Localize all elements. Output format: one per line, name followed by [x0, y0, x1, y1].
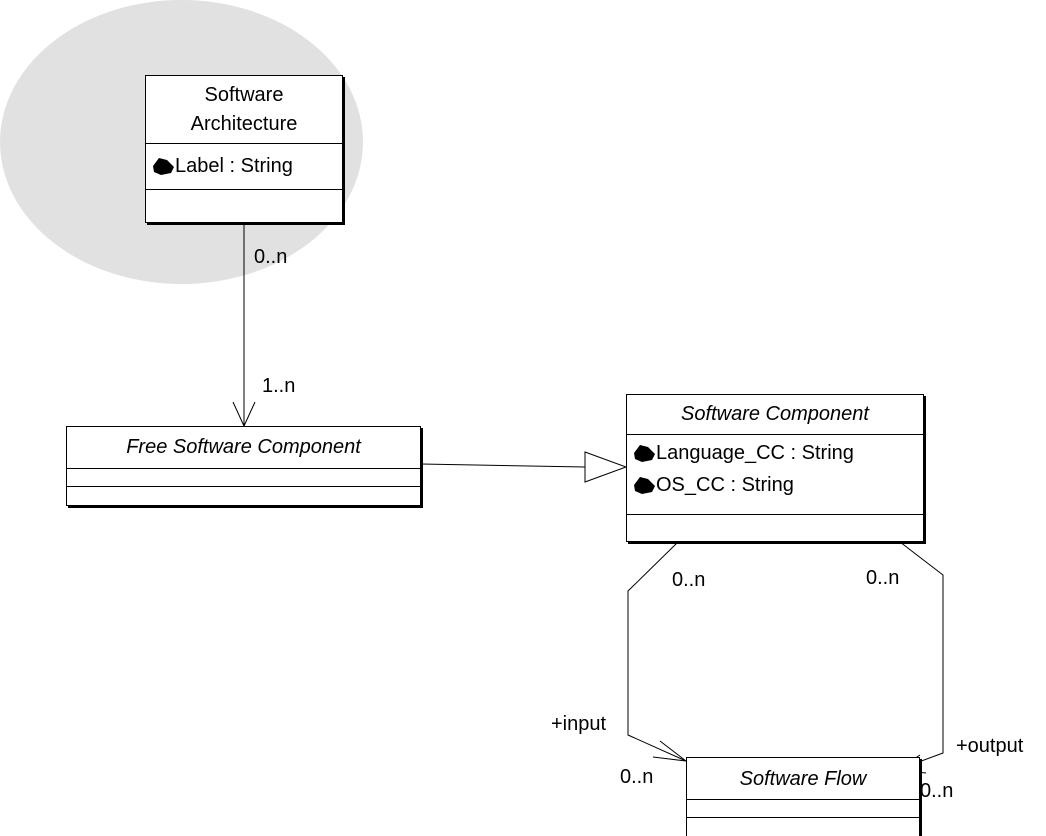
- multiplicity-label: 0..n: [254, 246, 288, 268]
- attribute-icon: [634, 477, 655, 494]
- class-software-architecture[interactable]: Software Architecture Label : String: [145, 75, 343, 223]
- attribute-compartment: [67, 469, 420, 487]
- attribute-text: OS_CC : String: [656, 474, 794, 496]
- class-name-line-1: Software: [204, 84, 284, 106]
- association-line-output: [896, 541, 944, 771]
- multiplicity-label: 0..n: [672, 569, 706, 591]
- association-line-input: [627, 541, 687, 762]
- multiplicity-label: 0..n: [866, 567, 900, 589]
- navigation-arrowhead: [652, 740, 688, 762]
- attribute-compartment: [687, 800, 919, 818]
- generalization-triangle: [584, 451, 628, 483]
- multiplicity-label: 0..n: [620, 766, 654, 788]
- multiplicity-label: 0..n: [920, 780, 954, 802]
- class-name: Software Flow: [687, 758, 919, 800]
- class-name: Software Component: [627, 395, 923, 435]
- class-name-text: Software Flow: [739, 768, 867, 790]
- attribute-text: Language_CC : String: [656, 442, 854, 464]
- class-software-flow[interactable]: Software Flow: [686, 757, 920, 836]
- attribute-row: Language_CC : String: [632, 437, 923, 469]
- attribute-icon: [634, 445, 655, 462]
- class-name: Software Architecture: [146, 76, 342, 144]
- class-name-line-2: Architecture: [190, 113, 298, 135]
- attribute-row: OS_CC : String: [632, 469, 923, 501]
- class-software-component[interactable]: Software Component Language_CC : String …: [626, 394, 924, 542]
- class-name-text: Software Component: [681, 403, 869, 425]
- class-name: Free Software Component: [67, 427, 420, 469]
- attribute-text: Label : String: [175, 155, 293, 177]
- class-name-text: Free Software Component: [126, 436, 361, 458]
- role-label: +input: [551, 713, 607, 735]
- generalization-line: [420, 463, 586, 468]
- attribute-compartment: Label : String: [146, 144, 342, 190]
- attribute-compartment: Language_CC : String OS_CC : String: [627, 435, 923, 515]
- role-label: +output: [956, 735, 1024, 757]
- class-free-software-component[interactable]: Free Software Component: [66, 426, 421, 506]
- multiplicity-label: 1..n: [262, 375, 296, 397]
- attribute-icon: [153, 158, 174, 175]
- attribute-row: Label : String: [151, 150, 342, 182]
